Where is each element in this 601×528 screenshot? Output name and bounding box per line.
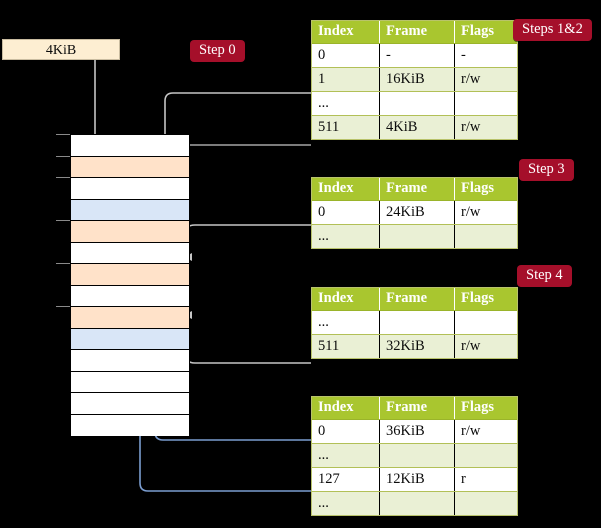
- table-cell: 0: [312, 43, 380, 68]
- memory-row-tick: [56, 177, 70, 178]
- column-header-flags: Flags: [454, 21, 517, 44]
- table-cell: [454, 443, 517, 468]
- table-cell: 511: [312, 334, 380, 358]
- column-header-index: Index: [312, 288, 380, 311]
- table-row: ...: [312, 310, 517, 335]
- step-badge-step4: Step 4: [517, 265, 572, 287]
- table-row: ...: [312, 491, 517, 515]
- column-header-frame: Frame: [379, 178, 455, 201]
- table-cell: 1: [312, 67, 380, 92]
- table-cell: -: [379, 43, 455, 68]
- memory-row-tick: [56, 134, 70, 135]
- table-cell: [454, 310, 517, 335]
- step-badge-steps1and2: Steps 1&2: [513, 19, 592, 41]
- table-cell: ...: [312, 310, 380, 335]
- table-cell: ...: [312, 224, 380, 248]
- column-header-flags: Flags: [454, 178, 517, 201]
- table-cell: [379, 91, 455, 116]
- table-cell: r/w: [454, 200, 517, 225]
- memory-row-tick: [56, 155, 70, 157]
- memory-frame-row: [71, 393, 189, 415]
- table-cell: [379, 443, 455, 468]
- memory-frame-row: [71, 307, 189, 329]
- wire-step3: [184, 224, 311, 261]
- table-cell: ...: [312, 91, 380, 116]
- table-cell: [379, 224, 455, 248]
- table-row: ...: [312, 224, 517, 248]
- table-cell: r/w: [454, 419, 517, 444]
- table-cell: 0: [312, 419, 380, 444]
- memory-frame-row: [71, 264, 189, 286]
- table-row: ...: [312, 91, 517, 116]
- column-header-flags: Flags: [454, 288, 517, 311]
- column-header-frame: Frame: [379, 288, 455, 311]
- memory-frame-row: [71, 328, 189, 350]
- table-cell: 127: [312, 467, 380, 492]
- column-header-frame: Frame: [379, 397, 455, 420]
- table-cell: [379, 491, 455, 515]
- table-cell: [379, 310, 455, 335]
- table-row: 0--: [312, 43, 517, 68]
- memory-frame-row: [71, 221, 189, 243]
- table-cell: 511: [312, 115, 380, 139]
- table-cell: ...: [312, 443, 380, 468]
- table-cell: 0: [312, 200, 380, 225]
- memory-frame-row: [71, 156, 189, 178]
- column-header-index: Index: [312, 178, 380, 201]
- memory-frame-row: [71, 135, 189, 157]
- memory-frame-row: [71, 350, 189, 372]
- table-cell: 24KiB: [379, 200, 455, 225]
- memory-row-tick: [56, 220, 70, 221]
- physical-memory-column: [70, 134, 190, 436]
- memory-frame-row: [71, 242, 189, 264]
- memory-frame-row: [71, 371, 189, 393]
- memory-frame-row: [71, 285, 189, 307]
- table-cell: r/w: [454, 67, 517, 92]
- step-badge-step0: Step 0: [190, 40, 245, 62]
- table-cell: 12KiB: [379, 467, 455, 492]
- table-cell: [454, 91, 517, 116]
- memory-frame-row: [71, 178, 189, 200]
- table-cell: [454, 224, 517, 248]
- table-row: ...: [312, 443, 517, 468]
- table-cell: r/w: [454, 115, 517, 139]
- memory-frame-row: [71, 414, 189, 436]
- step-badge-step3: Step 3: [519, 159, 574, 181]
- table-cell: r/w: [454, 334, 517, 358]
- table-cell: -: [454, 43, 517, 68]
- column-header-flags: Flags: [454, 397, 517, 420]
- column-header-index: Index: [312, 397, 380, 420]
- memory-row-tick: [56, 263, 70, 264]
- memory-frame-row: [71, 199, 189, 221]
- table-cell: r: [454, 467, 517, 492]
- virtual-address-box: 4KiB: [2, 39, 120, 60]
- table-cell: 36KiB: [379, 419, 455, 444]
- table-cell: ...: [312, 491, 380, 515]
- column-header-index: Index: [312, 21, 380, 44]
- column-header-frame: Frame: [379, 21, 455, 44]
- memory-row-tick: [56, 306, 70, 307]
- wire-step4: [184, 311, 311, 364]
- table-cell: 4KiB: [379, 115, 455, 139]
- table-cell: [454, 491, 517, 515]
- table-cell: 16KiB: [379, 67, 455, 92]
- table-cell: 32KiB: [379, 334, 455, 358]
